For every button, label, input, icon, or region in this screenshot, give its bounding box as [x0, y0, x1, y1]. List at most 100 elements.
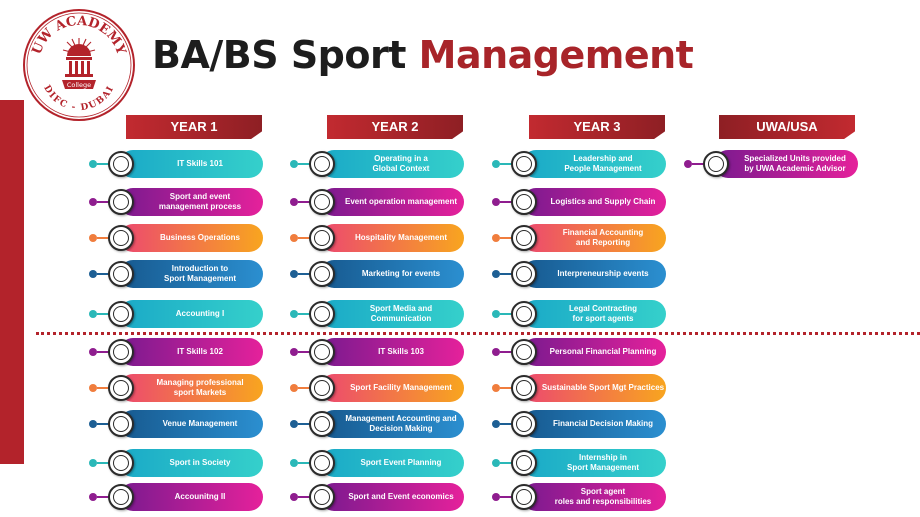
connector-line	[500, 423, 520, 425]
course-label: Internship in Sport Management	[522, 449, 666, 477]
course-item: Sport agent roles and responsibilities	[492, 483, 666, 511]
ring-icon	[703, 151, 729, 177]
ring-icon	[309, 189, 335, 215]
ring-icon	[108, 151, 134, 177]
year-1-header: YEAR 1	[126, 115, 262, 139]
course-item: Operating in a Global Context	[290, 150, 464, 178]
connector-line	[298, 163, 318, 165]
course-item: Sport Event Planning	[290, 449, 464, 477]
ring-icon	[511, 151, 537, 177]
course-item: Marketing for events	[290, 260, 464, 288]
connector-line	[500, 496, 520, 498]
connector-dot	[290, 493, 298, 501]
course-label: Event operation management	[320, 188, 464, 216]
course-item: Sustainable Sport Mgt Practices	[492, 374, 666, 402]
course-item: Sport Media and Communication	[290, 300, 464, 328]
course-label: Interpreneurship events	[522, 260, 666, 288]
connector-line	[500, 201, 520, 203]
course-label: Hospitality Management	[320, 224, 464, 252]
connector-dot	[89, 384, 97, 392]
course-label: Logistics and Supply Chain	[522, 188, 666, 216]
connector-dot	[290, 270, 298, 278]
connector-dot	[290, 459, 298, 467]
course-item: Introduction to Sport Management	[89, 260, 263, 288]
course-label: Marketing for events	[320, 260, 464, 288]
course-label: Venue Management	[119, 410, 263, 438]
connector-line	[97, 237, 117, 239]
course-item: IT Skills 101	[89, 150, 263, 178]
ring-icon	[108, 261, 134, 287]
connector-dot	[89, 198, 97, 206]
connector-dot	[492, 420, 500, 428]
course-label: Operating in a Global Context	[320, 150, 464, 178]
connector-dot	[290, 198, 298, 206]
connector-line	[298, 496, 318, 498]
connector-dot	[492, 198, 500, 206]
connector-line	[500, 462, 520, 464]
connector-line	[298, 387, 318, 389]
course-item: Sport in Society	[89, 449, 263, 477]
connector-line	[500, 237, 520, 239]
ring-icon	[511, 339, 537, 365]
connector-dot	[492, 160, 500, 168]
left-accent-bar	[0, 100, 24, 464]
ring-icon	[108, 225, 134, 251]
connector-dot	[290, 384, 298, 392]
course-label: Sport and event management process	[119, 188, 263, 216]
connector-line	[298, 462, 318, 464]
course-label: Sport in Society	[119, 449, 263, 477]
year-3-header: YEAR 3	[529, 115, 665, 139]
connector-line	[97, 313, 117, 315]
course-item: Event operation management	[290, 188, 464, 216]
connector-line	[500, 387, 520, 389]
course-label: Sport Facility Management	[320, 374, 464, 402]
ring-icon	[108, 484, 134, 510]
course-label: Accounitng II	[119, 483, 263, 511]
connector-dot	[89, 160, 97, 168]
semester-divider	[36, 332, 920, 335]
connector-line	[298, 351, 318, 353]
connector-line	[500, 351, 520, 353]
connector-dot	[492, 493, 500, 501]
course-item: Hospitality Management	[290, 224, 464, 252]
course-label: Accounting I	[119, 300, 263, 328]
ring-icon	[309, 261, 335, 287]
connector-line	[97, 201, 117, 203]
connector-line	[298, 273, 318, 275]
course-item: Sport and Event economics	[290, 483, 464, 511]
column-pillar-icon	[65, 57, 93, 77]
connector-line	[500, 163, 520, 165]
connector-line	[97, 462, 117, 464]
course-label: Sport Media and Communication	[320, 300, 464, 328]
course-label: Managing professional sport Markets	[119, 374, 263, 402]
course-label: IT Skills 102	[119, 338, 263, 366]
ring-icon	[511, 484, 537, 510]
title-main: BA/BS Sport	[152, 33, 419, 77]
course-label: Legal Contracting for sport agents	[522, 300, 666, 328]
course-item: Managing professional sport Markets	[89, 374, 263, 402]
connector-dot	[492, 270, 500, 278]
course-item: Accounitng II	[89, 483, 263, 511]
course-item: Personal Financial Planning	[492, 338, 666, 366]
connector-line	[298, 201, 318, 203]
ring-icon	[108, 301, 134, 327]
connector-dot	[492, 348, 500, 356]
ring-icon	[309, 450, 335, 476]
course-item: Specialized Units provided by UWA Academ…	[684, 150, 858, 178]
course-item: Legal Contracting for sport agents	[492, 300, 666, 328]
uw-academy-logo: UW ACADEMY DIFC - DUBAI College	[23, 9, 135, 121]
connector-line	[298, 237, 318, 239]
connector-dot	[290, 310, 298, 318]
course-item: IT Skills 102	[89, 338, 263, 366]
ring-icon	[309, 339, 335, 365]
connector-dot	[492, 384, 500, 392]
ring-icon	[511, 301, 537, 327]
course-item: IT Skills 103	[290, 338, 464, 366]
course-label: Specialized Units provided by UWA Academ…	[714, 150, 858, 178]
connector-line	[97, 387, 117, 389]
ring-icon	[309, 225, 335, 251]
course-label: Sport agent roles and responsibilities	[522, 483, 666, 511]
connector-line	[97, 163, 117, 165]
connector-dot	[89, 310, 97, 318]
ring-icon	[511, 189, 537, 215]
